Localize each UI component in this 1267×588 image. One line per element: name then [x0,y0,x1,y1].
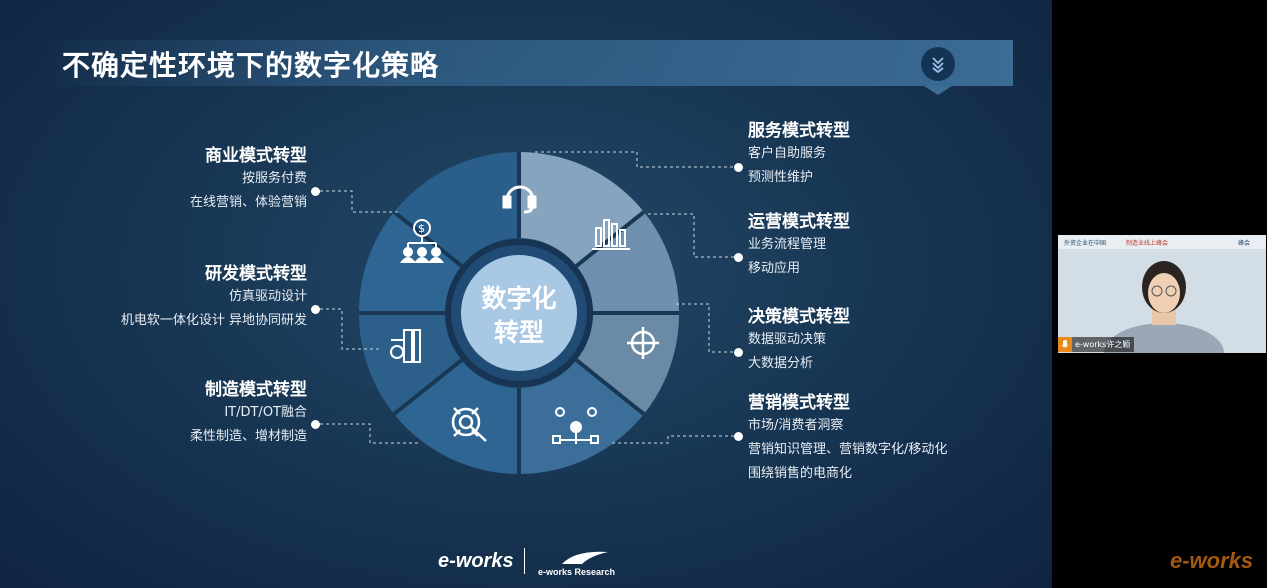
transformation-diagram: $ [320,151,735,474]
video-banner: 外资企业在中国 制造业线上峰会 峰会 [1058,235,1266,249]
chevron-down-icon [921,47,955,81]
connector-dot [734,432,743,441]
slide-title: 不确定性环境下的数字化策略 [62,49,440,82]
title-bar [40,40,1013,86]
video-banner-right: 峰会 [1238,240,1251,247]
speaker-name: e-works许之颖 [1075,340,1131,349]
connector-dot [734,348,743,357]
group-item: 围绕销售的电商化 [748,466,853,481]
eworks-logo: e-works [438,550,514,572]
marketing-network-icon [552,407,599,444]
speaker-video-pane[interactable]: 外资企业在中国 制造业线上峰会 峰会 e-works许之颖 [1058,235,1266,353]
speaker-name-tag: e-works许之颖 [1058,337,1135,352]
speaker-avatar [1058,249,1266,353]
group-item: 柔性制造、增材制造 [189,429,307,444]
group-item: 大数据分析 [748,356,814,371]
group-heading: 决策模式转型 [748,307,850,327]
outer-ring [358,151,680,474]
segment-dividers [359,152,679,474]
video-banner-left: 外资企业在中国 [1064,240,1107,247]
group-manufacturing-model: 制造模式转型 IT/DT/OT融合 柔性制造、增材制造 [190,379,307,449]
group-item: 预测性维护 [748,170,814,185]
group-marketing-model: 营销模式转型 市场/消费者洞察 营销知识管理、营销数字化/移动化 围绕销售的电商… [748,392,947,486]
group-item: 客户自助服务 [748,146,827,161]
research-logo-mark [562,551,608,564]
footer-divider [524,548,525,574]
group-item: 在线营销、体验营销 [189,195,307,210]
center-label-line2: 转型 [493,318,544,347]
connector-dot [734,163,743,172]
group-heading: 制造模式转型 [205,380,307,400]
organization-chart-icon: $ [399,219,445,263]
eworks-watermark: e-works [1170,548,1254,573]
group-heading: 营销模式转型 [748,393,850,413]
group-service-model: 服务模式转型 客户自助服务 预测性维护 [748,120,850,190]
eworks-research-label: e-works Research [538,567,616,577]
connector-lines [320,151,735,444]
gear-wrench-icon [451,407,487,442]
group-heading: 服务模式转型 [748,121,850,141]
headset-icon [502,185,537,214]
group-item: 按服务付费 [241,171,307,186]
group-item: 业务流程管理 [748,237,827,252]
presentation-slide: 不确定性环境下的数字化策略 [0,0,1052,588]
connector-dot [311,187,320,196]
group-item: 仿真驱动设计 [228,289,307,304]
center-label: 数字化 转型 [461,282,577,350]
group-item: 机电软一体化设计 异地协同研发 [120,313,307,328]
group-item: 市场/消费者洞察 [748,418,844,433]
group-item: IT/DT/OT融合 [224,405,307,420]
svg-text:$: $ [418,222,425,235]
group-item: 数据驱动决策 [748,332,827,347]
connector-dot [311,305,320,314]
connector-dot [311,420,320,429]
group-item: 移动应用 [748,261,801,276]
video-banner-mid: 制造业线上峰会 [1126,240,1169,247]
group-operation-model: 运营模式转型 业务流程管理 移动应用 [748,211,850,281]
title-bar-tab [924,86,952,95]
crosshair-icon [627,327,659,359]
group-rnd-model: 研发模式转型 仿真驱动设计 机电软一体化设计 异地协同研发 [121,263,307,333]
bar-chart-icon [592,219,630,250]
microphone-icon [1058,337,1072,352]
center-circle [461,255,577,371]
connector-dot [734,253,743,262]
group-heading: 研发模式转型 [205,264,307,284]
group-heading: 商业模式转型 [205,146,307,166]
group-item: 营销知识管理、营销数字化/移动化 [748,442,948,457]
group-decision-model: 决策模式转型 数据驱动决策 大数据分析 [748,306,850,376]
group-heading: 运营模式转型 [748,212,850,232]
group-business-model: 商业模式转型 按服务付费 在线营销、体验营销 [190,145,307,215]
mechanical-design-icon [390,329,421,363]
center-label-line1: 数字化 [481,284,557,313]
